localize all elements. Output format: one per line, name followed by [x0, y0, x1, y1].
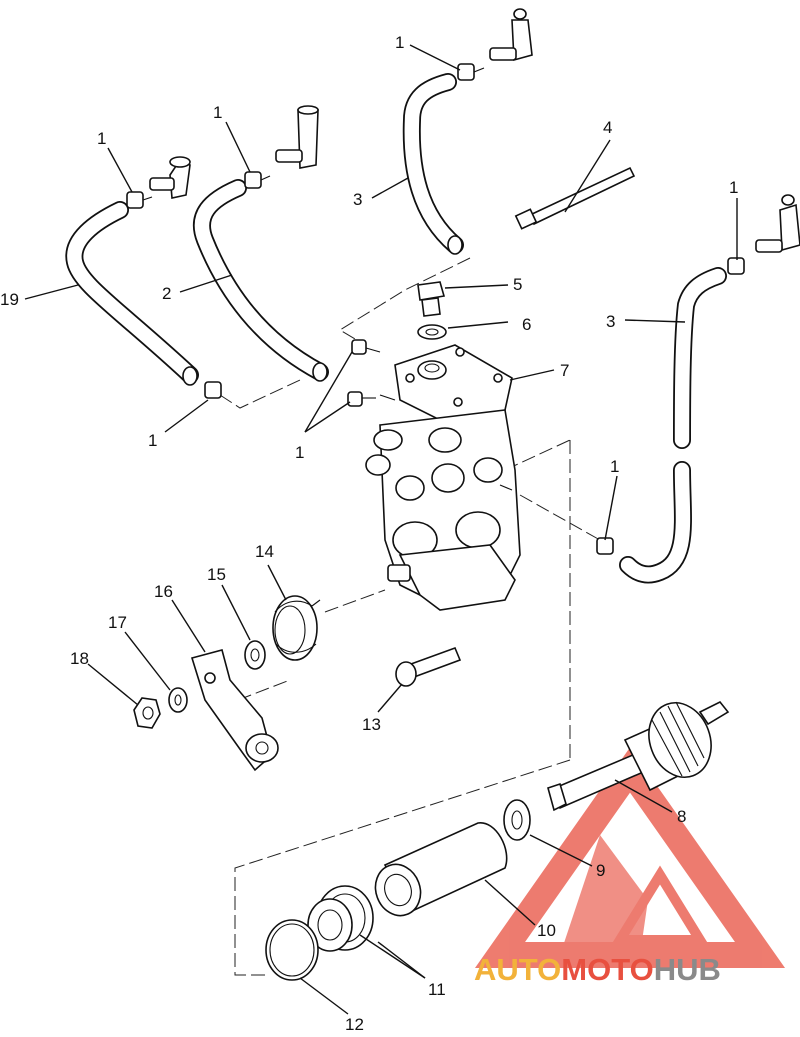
callout-labels: 1 1 1 1 1 1 1 2 3 3 4 5 6 7 8 9 10 11 12… — [0, 33, 738, 1034]
seals-11 — [307, 885, 374, 952]
hose-19 — [65, 201, 199, 386]
clamp-icon — [457, 63, 485, 81]
pump-assembly-7 — [365, 344, 521, 611]
svg-text:AUTOMOTOHUB: AUTOMOTOHUB — [474, 952, 721, 987]
fitting-right — [755, 194, 800, 253]
callout-1: 1 — [729, 178, 738, 197]
nut-18 — [133, 697, 161, 729]
callout-3: 3 — [606, 312, 615, 331]
fitting-top-left — [149, 156, 191, 199]
callout-8: 8 — [677, 807, 686, 826]
fitting-top-mid — [275, 105, 319, 169]
hose-3-top — [402, 73, 464, 255]
callout-11: 11 — [428, 980, 446, 999]
callout-10: 10 — [537, 921, 556, 940]
ring-12 — [265, 919, 319, 981]
hose-2 — [192, 179, 329, 382]
callout-5: 5 — [513, 275, 522, 294]
callout-12: 12 — [345, 1015, 364, 1032]
callout-17: 17 — [108, 613, 127, 632]
washer-6 — [417, 324, 447, 340]
bolt-13 — [395, 646, 462, 687]
callout-16: 16 — [154, 582, 173, 601]
callout-14: 14 — [255, 542, 274, 561]
leader-lines — [24, 44, 738, 1015]
spring-14 — [272, 595, 321, 661]
sleeve-10 — [374, 822, 508, 917]
watermark-text-auto: AUTO — [474, 952, 561, 987]
callout-1: 1 — [213, 103, 222, 122]
clamp-icon — [347, 391, 376, 407]
callout-9: 9 — [596, 861, 605, 880]
callout-1: 1 — [610, 457, 619, 476]
clamp-icon — [126, 191, 153, 209]
washer-15 — [244, 640, 266, 670]
clamp-icon — [204, 381, 222, 399]
callout-3: 3 — [353, 190, 362, 209]
callout-13: 13 — [362, 715, 381, 734]
washer-9 — [503, 799, 531, 841]
bolt-5 — [417, 281, 446, 317]
shaft-gear-8 — [547, 700, 730, 812]
clamp-icon — [727, 257, 745, 275]
clamp-icon — [244, 171, 271, 189]
lever-16 — [190, 649, 279, 772]
callout-1: 1 — [295, 443, 304, 462]
callout-18: 18 — [70, 649, 89, 668]
watermark-text-moto: MOTO — [561, 952, 653, 987]
watermark-text-hub: HUB — [654, 952, 721, 987]
clamp-icon — [351, 339, 381, 355]
callout-1: 1 — [148, 431, 157, 450]
callout-4: 4 — [603, 118, 612, 137]
watermark-triangle-icon — [474, 747, 786, 968]
callout-2: 2 — [162, 284, 171, 303]
washer-17 — [168, 687, 188, 713]
callout-6: 6 — [522, 315, 531, 334]
hose-3-right — [619, 267, 727, 584]
watermark-logo: AUTOMOTOHUB — [474, 747, 786, 987]
callout-15: 15 — [207, 565, 226, 584]
callout-19: 19 — [0, 290, 19, 309]
callout-1: 1 — [395, 33, 404, 52]
callout-7: 7 — [560, 361, 569, 380]
fitting-top-right — [489, 8, 533, 62]
assembly-lines — [219, 257, 601, 976]
clamp-icon — [596, 537, 614, 555]
cable-tie-4 — [514, 166, 636, 230]
callout-1: 1 — [97, 129, 106, 148]
